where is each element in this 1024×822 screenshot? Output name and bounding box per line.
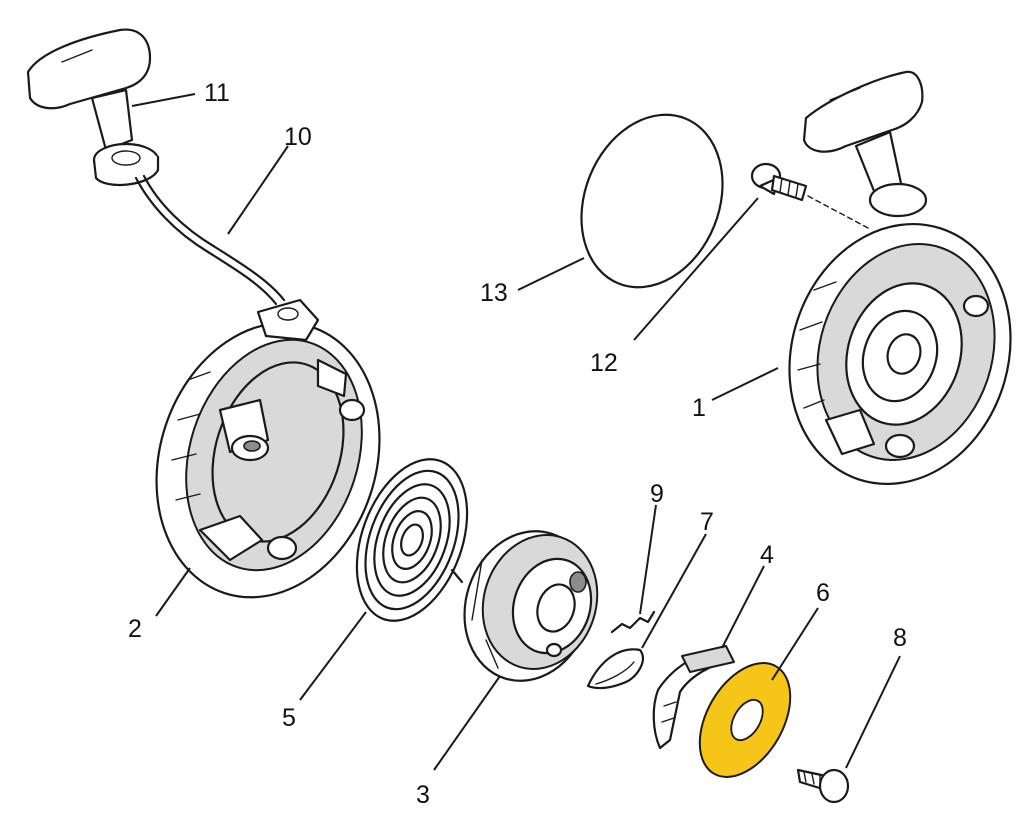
part-label-11: 11 (204, 79, 230, 107)
small-spring[interactable] (610, 610, 656, 634)
part-label-5: 5 (282, 704, 296, 732)
part-label-6: 6 (816, 579, 830, 607)
leader-12 (633, 197, 759, 341)
part-label-3: 3 (416, 781, 430, 809)
leader-lines (131, 93, 901, 771)
mounting-bolt[interactable] (750, 162, 869, 229)
part-label-10: 10 (284, 123, 312, 151)
washer[interactable] (681, 647, 809, 792)
part-label-7: 7 (700, 508, 714, 536)
leader-4 (721, 565, 765, 649)
recoil-spring[interactable] (336, 444, 487, 636)
starter-reel[interactable] (446, 515, 615, 698)
leader-2 (155, 567, 191, 617)
starter-case[interactable] (122, 293, 414, 626)
o-ring[interactable] (557, 93, 748, 308)
starter-rope[interactable] (134, 174, 286, 306)
part-label-2: 2 (128, 615, 142, 643)
part-label-12: 12 (590, 349, 618, 377)
part-label-4: 4 (760, 541, 774, 569)
center-bolt[interactable] (796, 768, 850, 804)
leader-9 (639, 504, 657, 615)
leader-8 (845, 655, 901, 769)
part-label-13: 13 (480, 279, 508, 307)
leader-13 (517, 257, 585, 291)
ratchet[interactable] (652, 645, 735, 750)
leader-11 (131, 93, 196, 107)
part-label-8: 8 (893, 624, 907, 652)
leader-3 (433, 675, 501, 771)
part-label-1: 1 (692, 394, 706, 422)
leader-1 (711, 367, 779, 401)
part-label-9: 9 (650, 480, 664, 508)
starter-handle-left[interactable] (26, 28, 160, 186)
part-labels: 11 10 13 12 1 2 5 3 9 7 4 6 8 (128, 79, 907, 809)
leader-7 (641, 533, 707, 649)
leader-6 (771, 607, 819, 681)
leader-10 (227, 145, 289, 235)
leader-5 (299, 611, 367, 701)
starter-assembly[interactable] (756, 70, 1024, 513)
ratchet-guide[interactable] (586, 648, 644, 690)
